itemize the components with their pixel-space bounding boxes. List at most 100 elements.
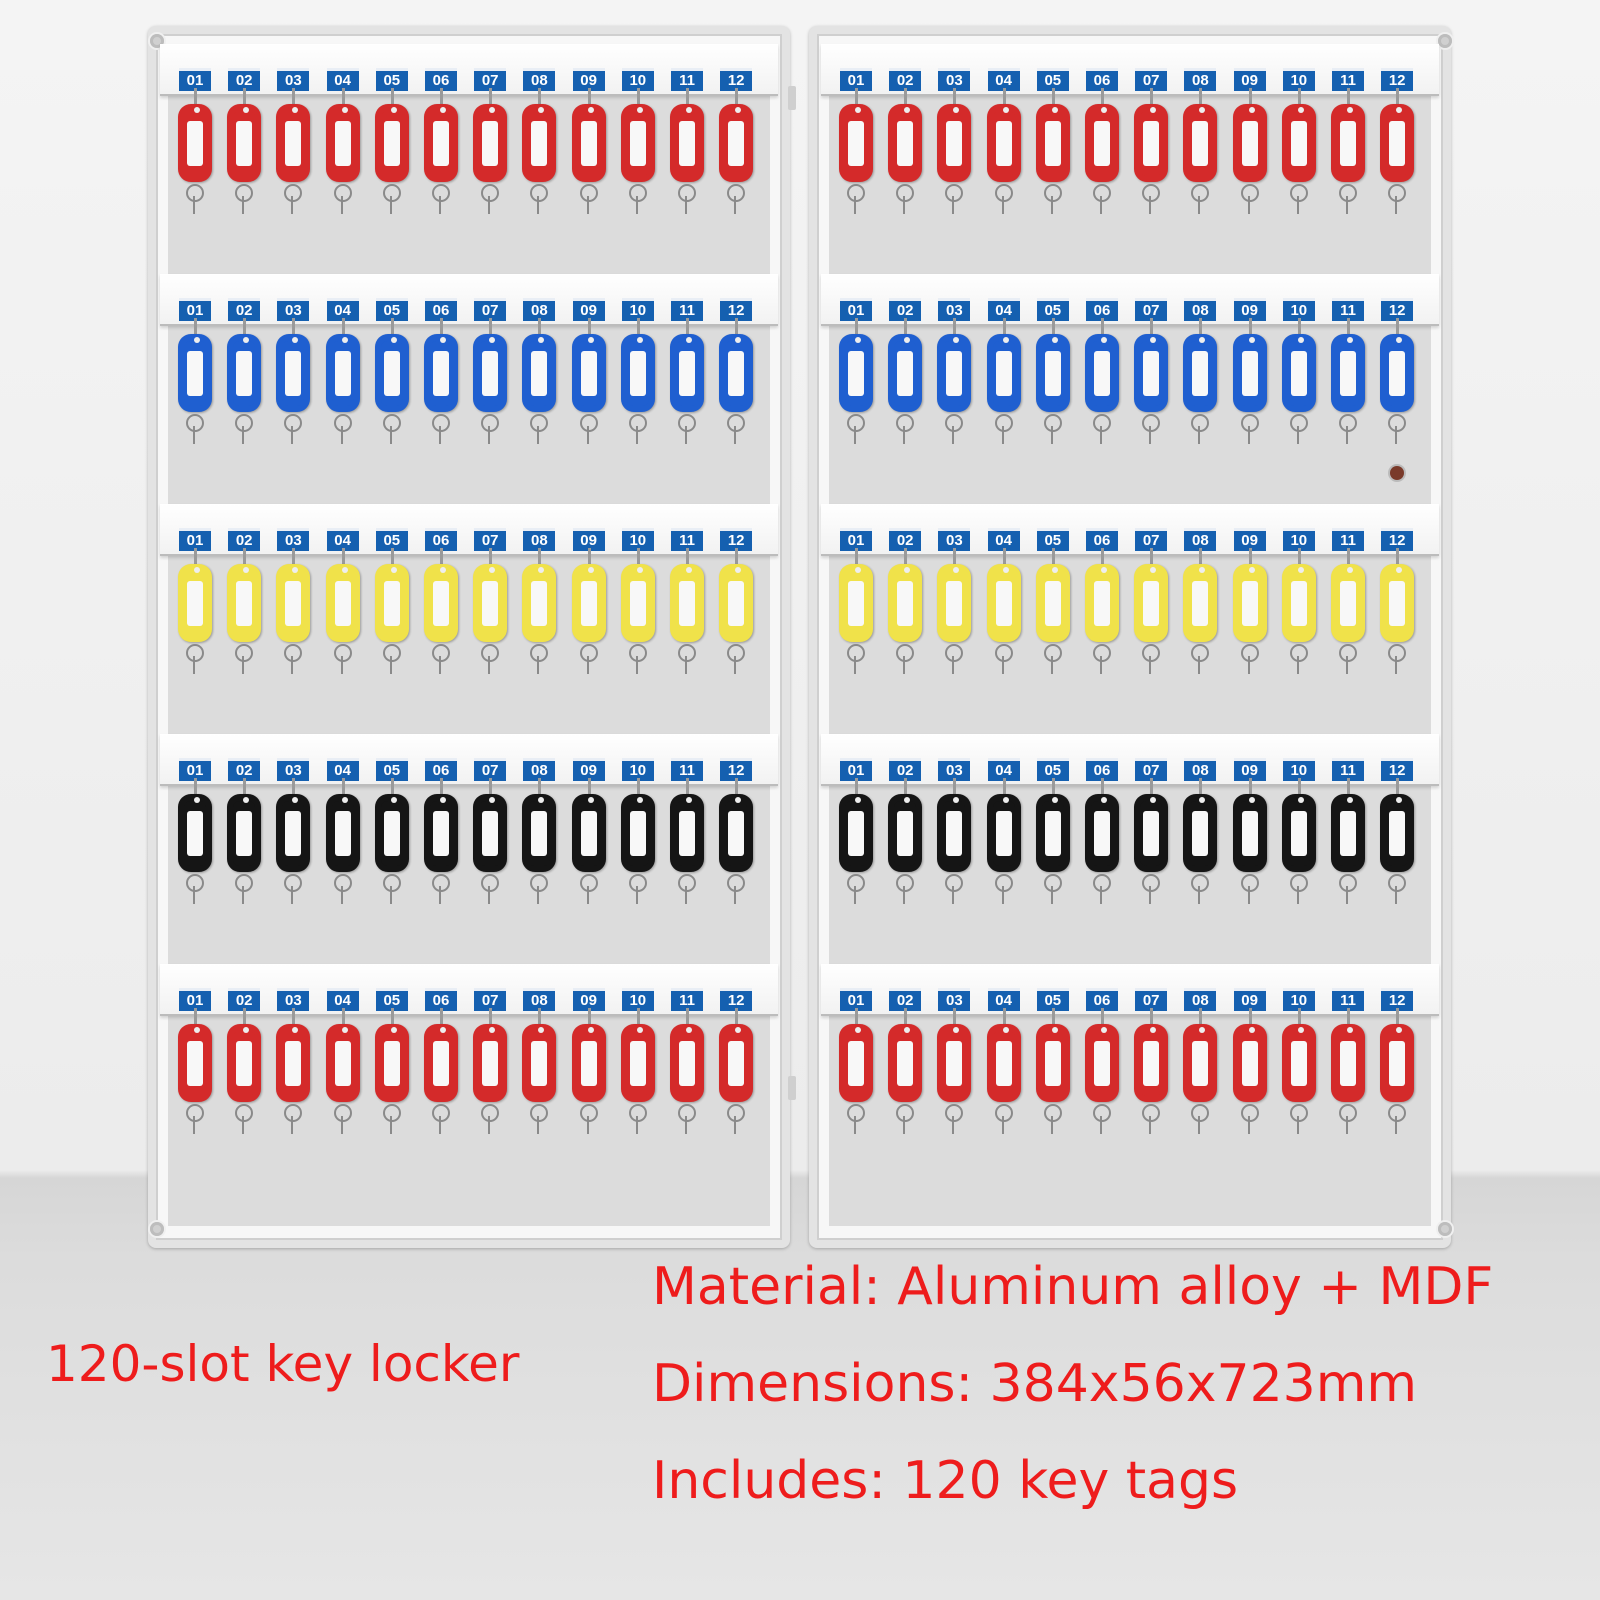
key-slot: 08 — [1175, 504, 1225, 740]
key-slot: 02 — [219, 734, 269, 970]
key-tag — [227, 104, 262, 182]
product-name: 120-slot key locker — [46, 1335, 520, 1393]
key-slot: 11 — [1323, 274, 1373, 510]
key-slot: 01 — [831, 274, 881, 510]
hook-icon — [636, 548, 640, 566]
slot-number: 04 — [326, 68, 359, 91]
key-stem — [488, 426, 491, 444]
key-stem — [1395, 656, 1398, 674]
key-ring-icon — [994, 1104, 1013, 1122]
key-ring-icon — [1240, 414, 1259, 432]
key-tag — [719, 1024, 754, 1102]
key-ring-icon — [1142, 184, 1161, 202]
key-tag — [374, 1024, 409, 1102]
key-ring-icon — [235, 644, 254, 662]
slot-number: 12 — [720, 298, 753, 321]
key-stem — [854, 656, 856, 674]
slot-number: 03 — [938, 758, 971, 781]
hook-icon — [1002, 548, 1006, 566]
key-slot: 01 — [170, 964, 220, 1200]
slot-number: 03 — [277, 988, 310, 1011]
key-slot: 04 — [979, 274, 1029, 510]
key-ring-icon — [235, 414, 254, 432]
key-slot: 11 — [662, 274, 712, 510]
key-slot: 01 — [170, 44, 220, 280]
hinge-bottom — [788, 1076, 796, 1100]
key-tag — [1085, 334, 1119, 412]
key-slot: 01 — [831, 44, 881, 280]
key-ring-icon — [847, 644, 865, 662]
key-stem — [291, 886, 294, 904]
key-ring-icon — [678, 1104, 696, 1122]
key-tag — [1183, 564, 1218, 642]
key-slot: 01 — [831, 504, 881, 740]
key-stem — [1050, 886, 1053, 904]
slot-number: 10 — [1282, 758, 1315, 781]
key-stem — [1001, 196, 1004, 214]
key-stem — [1100, 426, 1102, 444]
slot-number: 04 — [987, 758, 1020, 781]
key-tag — [1035, 564, 1070, 642]
key-slot: 10 — [1274, 274, 1324, 510]
key-ring-icon — [481, 1104, 500, 1122]
key-slot: 04 — [979, 504, 1029, 740]
key-stem — [854, 1116, 856, 1134]
key-stem — [389, 656, 392, 674]
hook-icon — [1297, 88, 1301, 106]
key-slot: 10 — [613, 734, 663, 970]
key-stem — [586, 426, 589, 444]
key-slot: 02 — [219, 274, 269, 510]
hook-icon — [587, 778, 591, 796]
hook-icon — [735, 88, 739, 106]
slot-number: 05 — [1036, 528, 1069, 551]
slot-number: 06 — [425, 528, 457, 551]
key-tag — [1183, 104, 1218, 182]
key-ring-icon — [530, 1104, 549, 1122]
key-ring-icon — [896, 1104, 915, 1122]
key-slot: 11 — [662, 504, 712, 740]
hook-icon — [390, 778, 394, 796]
key-slot: 08 — [514, 734, 564, 970]
key-slot: 04 — [318, 44, 368, 280]
key-ring-icon — [847, 874, 865, 892]
key-stem — [1346, 886, 1348, 904]
slot-number: 06 — [425, 758, 457, 781]
key-ring-icon — [186, 184, 204, 202]
key-slot: 02 — [880, 44, 930, 280]
key-tag — [1281, 334, 1316, 412]
key-stem — [193, 196, 195, 214]
key-tag — [986, 1024, 1021, 1102]
key-ring-icon — [1388, 644, 1407, 662]
key-tag — [937, 334, 972, 412]
key-ring-icon — [727, 874, 746, 892]
key-ring-icon — [1191, 1104, 1210, 1122]
key-ring-icon — [628, 184, 647, 202]
hook-icon — [735, 548, 739, 566]
key-slot: 05 — [367, 504, 417, 740]
key-ring-icon — [945, 874, 964, 892]
hook-icon — [1051, 778, 1055, 796]
hook-icon — [390, 548, 394, 566]
key-stem — [1296, 1116, 1299, 1134]
hook-icon — [1101, 1008, 1104, 1026]
key-slot: 05 — [1028, 734, 1078, 970]
slot-number: 11 — [1332, 298, 1364, 321]
key-stem — [291, 656, 294, 674]
hook-icon — [292, 318, 296, 336]
key-ring-icon — [432, 1104, 450, 1122]
key-slot: 10 — [1274, 504, 1324, 740]
hook-icon — [390, 88, 394, 106]
slot-number: 08 — [1184, 758, 1217, 781]
hook-icon — [489, 778, 493, 796]
slot-number: 12 — [1381, 758, 1414, 781]
hook-icon — [292, 88, 296, 106]
key-slot: 11 — [1323, 734, 1373, 970]
key-stem — [1198, 886, 1201, 904]
key-tag — [670, 1024, 704, 1102]
key-ring-icon — [1289, 414, 1308, 432]
key-slot: 07 — [1126, 734, 1176, 970]
key-stem — [1296, 886, 1299, 904]
key-stem — [1198, 656, 1201, 674]
slot-number: 02 — [228, 528, 261, 551]
key-ring-icon — [727, 644, 746, 662]
